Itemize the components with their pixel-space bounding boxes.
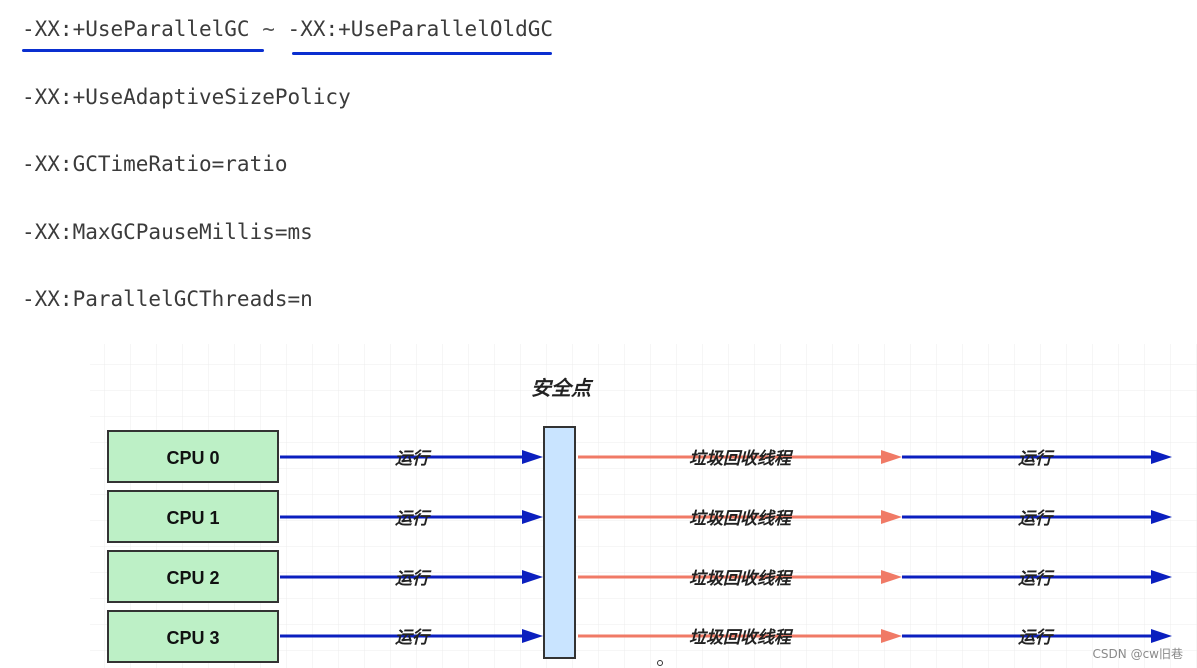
gc-thread-label: 垃圾回收线程	[689, 628, 794, 648]
watermark: CSDN @cw旧巷	[1092, 647, 1183, 661]
run-label-before: 运行	[395, 509, 432, 529]
flag-max-gc-pause-millis: -XX:MaxGCPauseMillis=ms	[22, 220, 313, 244]
safepoint-bar	[543, 426, 576, 659]
flag-line-1: -XX:+UseParallelGC ~ -XX:+UseParallelOld…	[22, 16, 553, 42]
flag-separator: ~	[262, 17, 275, 41]
cpu-label: CPU 2	[166, 568, 219, 588]
run-arrow-after	[902, 629, 1172, 643]
underline-parallel-gc	[22, 49, 264, 52]
run-label-before: 运行	[395, 569, 432, 589]
cpu-row-2: CPU 2 运行 垃圾回收线程 运行	[107, 550, 1172, 603]
run-label-after: 运行	[1018, 449, 1055, 469]
run-arrow-before	[280, 450, 543, 464]
run-arrow-after	[902, 570, 1172, 584]
cpu-label: CPU 1	[166, 508, 219, 528]
run-arrow-before	[280, 629, 543, 643]
run-label-before: 运行	[395, 628, 432, 648]
run-label-after: 运行	[1018, 628, 1055, 648]
run-label-before: 运行	[395, 449, 432, 469]
flag-gc-time-ratio: -XX:GCTimeRatio=ratio	[22, 152, 288, 176]
gc-thread-label: 垃圾回收线程	[689, 449, 794, 469]
run-arrow-before	[280, 570, 543, 584]
cpu-box	[107, 550, 279, 603]
cpu-box	[107, 490, 279, 543]
gc-arrow	[578, 570, 902, 584]
cpu-box	[107, 610, 279, 663]
flag-parallel-gc-threads: -XX:ParallelGCThreads=n	[22, 287, 313, 311]
run-label-after: 运行	[1018, 509, 1055, 529]
flag-parallel-old-gc: -XX:+UseParallelOldGC	[287, 17, 554, 41]
cpu-row-1: CPU 1 运行 垃圾回收线程 运行	[107, 490, 1172, 543]
gc-arrow	[578, 629, 902, 643]
gc-thread-label: 垃圾回收线程	[689, 509, 794, 529]
cpu-row-0: CPU 0 运行 垃圾回收线程 运行	[107, 430, 1172, 483]
cpu-label: CPU 0	[166, 448, 219, 468]
cpu-box	[107, 430, 279, 483]
cpu-row-3: CPU 3 运行 垃圾回收线程 运行	[107, 610, 1172, 663]
gc-arrow	[578, 510, 902, 524]
safepoint-label: 安全点	[531, 376, 594, 400]
cpu-label: CPU 3	[166, 628, 219, 648]
underline-parallel-old-gc	[292, 52, 552, 55]
run-label-after: 运行	[1018, 569, 1055, 589]
small-circle-mark	[657, 660, 663, 666]
run-arrow-before	[280, 510, 543, 524]
run-arrow-after	[902, 450, 1172, 464]
gc-thread-label: 垃圾回收线程	[689, 569, 794, 589]
run-arrow-after	[902, 510, 1172, 524]
flag-adaptive-size-policy: -XX:+UseAdaptiveSizePolicy	[22, 85, 351, 109]
flag-parallel-gc: -XX:+UseParallelGC	[22, 17, 250, 41]
gc-arrow	[578, 450, 902, 464]
